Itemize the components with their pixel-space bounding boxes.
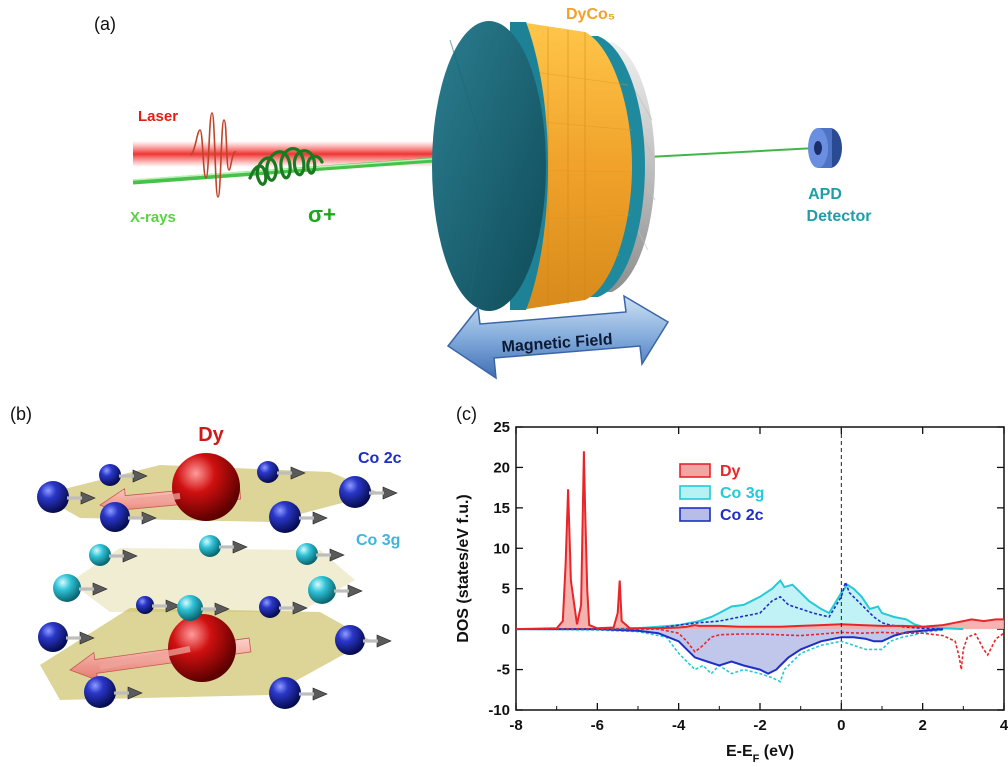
co3g-atom xyxy=(89,544,111,566)
y-tick-label: 25 xyxy=(493,419,510,436)
x-tick-label: -2 xyxy=(753,717,766,734)
dy-atom xyxy=(168,614,236,682)
dy-atom xyxy=(172,453,240,521)
co2c-atom xyxy=(269,677,301,709)
dos-dashed-dy xyxy=(516,628,1004,670)
co3g-atom xyxy=(296,543,318,565)
legend: Dy Co 3g Co 2c xyxy=(679,463,764,524)
y-tick-label: 0 xyxy=(502,621,510,638)
dos-line-dy xyxy=(516,451,1004,631)
laser-label: Laser xyxy=(138,108,178,125)
dos-dashed-co-2c xyxy=(516,579,944,630)
co3g-atom xyxy=(53,574,81,602)
x-tick-label: 0 xyxy=(837,717,845,734)
co2c-label: Co 2c xyxy=(358,450,402,467)
dy-spin-arrow-shaft xyxy=(129,493,181,505)
dos-fill-co-3g xyxy=(516,580,964,630)
detector-label-line2: Detector xyxy=(807,208,872,225)
legend-label: Dy xyxy=(720,463,741,480)
spin-arrow-head xyxy=(329,548,345,562)
panel-a: (a) Laser X-rays σ+ xyxy=(94,6,872,380)
y-tick-label: -10 xyxy=(488,702,510,719)
panel-c-label: (c) xyxy=(456,404,477,424)
legend-swatch xyxy=(679,463,711,478)
dos-line-co-3g xyxy=(516,579,964,631)
co2c-atom xyxy=(100,502,130,532)
co3g-label: Co 3g xyxy=(356,532,400,549)
x-tick-label: 4 xyxy=(1000,717,1008,734)
spin-arrow-head xyxy=(312,687,328,701)
co2c-atom xyxy=(339,476,371,508)
sample-label: DyCo₅ xyxy=(566,6,615,23)
co3g-atom xyxy=(199,535,221,557)
dos-fill-dy xyxy=(516,451,1004,630)
legend-label: Co 2c xyxy=(720,507,764,524)
middle-plane xyxy=(70,548,355,612)
x-axis-label: E-EF (eV) xyxy=(726,743,794,765)
magnetic-field-arrow xyxy=(446,294,670,380)
co2c-atom xyxy=(269,501,301,533)
xray-polarization-helix xyxy=(248,147,324,186)
legend-swatch xyxy=(679,485,711,500)
x-tick-label: 2 xyxy=(918,717,926,734)
y-tick-label: 5 xyxy=(502,581,510,598)
xray-beam xyxy=(132,153,489,185)
dos-chart: -8 -6 -4 -2 0 2 4 -10 -5 0 5 10 15 20 25E-EF (eV) DOS (… xyxy=(455,419,1008,765)
co3g-atom xyxy=(177,595,203,621)
x-tick-label: -4 xyxy=(672,717,686,734)
sample-disk xyxy=(432,21,656,311)
xrays-label: X-rays xyxy=(130,209,176,226)
y-tick-label: -5 xyxy=(497,662,510,679)
co2c-atom xyxy=(259,596,281,618)
co2c-atom xyxy=(38,622,68,652)
co2c-atom xyxy=(37,481,69,513)
y-tick-label: 20 xyxy=(493,459,510,476)
legend-swatch xyxy=(679,507,711,522)
panel-a-label: (a) xyxy=(94,14,116,34)
transmitted-beam xyxy=(647,147,817,158)
x-tick-label: -8 xyxy=(509,717,522,734)
co2c-atom xyxy=(99,464,121,486)
co2c-atom xyxy=(136,596,154,614)
panel-b: (b) Dy Co 2c Co 3g xyxy=(10,404,402,709)
dos-dashed-co-3g xyxy=(516,628,944,683)
y-tick-label: 10 xyxy=(493,540,510,557)
laser-pulse-waveform xyxy=(189,112,237,198)
co2c-atom xyxy=(257,461,279,483)
co2c-atom xyxy=(84,676,116,708)
spin-arrow-head xyxy=(382,486,398,500)
y-axis-label: DOS (states/eV f.u.) xyxy=(455,494,472,642)
plot-area xyxy=(516,451,1004,683)
y-tick-label: 15 xyxy=(493,500,510,517)
panel-b-label: (b) xyxy=(10,404,32,424)
dy-spin-arrow-shaft xyxy=(99,646,191,670)
co2c-atom xyxy=(335,625,365,655)
co3g-atom xyxy=(308,576,336,604)
dos-fill-co-2c xyxy=(516,629,943,674)
spin-arrow-head xyxy=(312,511,328,525)
apd-detector-icon xyxy=(808,128,842,168)
spin-arrow-head xyxy=(347,584,363,598)
panel-c: (c) -8 -6 -4 -2 0 2 4 -10 -5 0 5 10 15 20 25E-EF (eV) D… xyxy=(455,404,1008,765)
x-tick-label: -6 xyxy=(591,717,604,734)
dos-line-co-2c xyxy=(516,628,944,675)
spin-arrow-head xyxy=(376,634,392,648)
detector-label-line1: APD xyxy=(808,186,842,203)
legend-label: Co 3g xyxy=(720,485,764,502)
sigma-plus-label: σ+ xyxy=(308,202,336,227)
dy-label: Dy xyxy=(198,424,224,446)
